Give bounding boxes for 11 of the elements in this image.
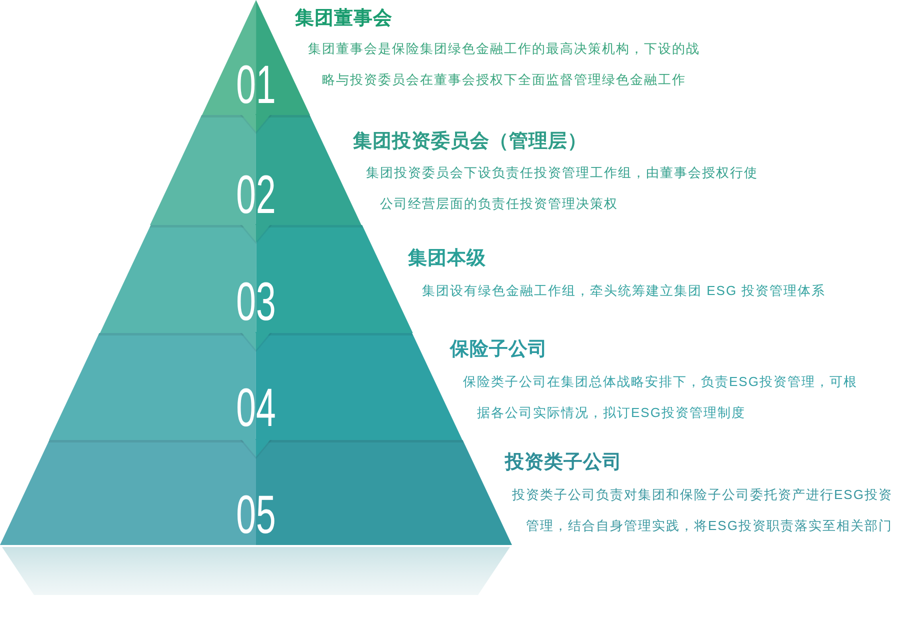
tier-description: 集团董事会是保险集团绿色金融工作的最高决策机构，下设的战略与投资委员会在董事会授权下全面监督管理绿色金融工作: [308, 40, 701, 89]
tier-heading: 集团董事会: [295, 8, 392, 30]
tier-description: 集团投资委员会下设负责任投资管理工作组，由董事会授权行使公司经营层面的负责任投资管理决策权: [366, 164, 759, 213]
tier-heading: 保险子公司: [450, 339, 548, 361]
tier-heading: 投资类子公司: [505, 452, 622, 474]
tier-description: 保险类子公司在集团总体战略安排下，负责ESG投资管理，可根据各公司实际情况，拟订ESG投资管理制度: [463, 373, 858, 422]
tier-heading: 集团本级: [408, 248, 486, 270]
tier-description: 投资类子公司负责对集团和保险子公司委托资产进行ESG投资管理，结合自身管理实践，将ESG投资职责落实至相关部门: [512, 486, 894, 535]
tier-heading: 集团投资委员会（管理层）: [353, 131, 587, 153]
tier-description: 集团设有绿色金融工作组，牵头统筹建立集团 ESG 投资管理体系: [422, 282, 827, 300]
tier-number: 05: [236, 488, 276, 542]
